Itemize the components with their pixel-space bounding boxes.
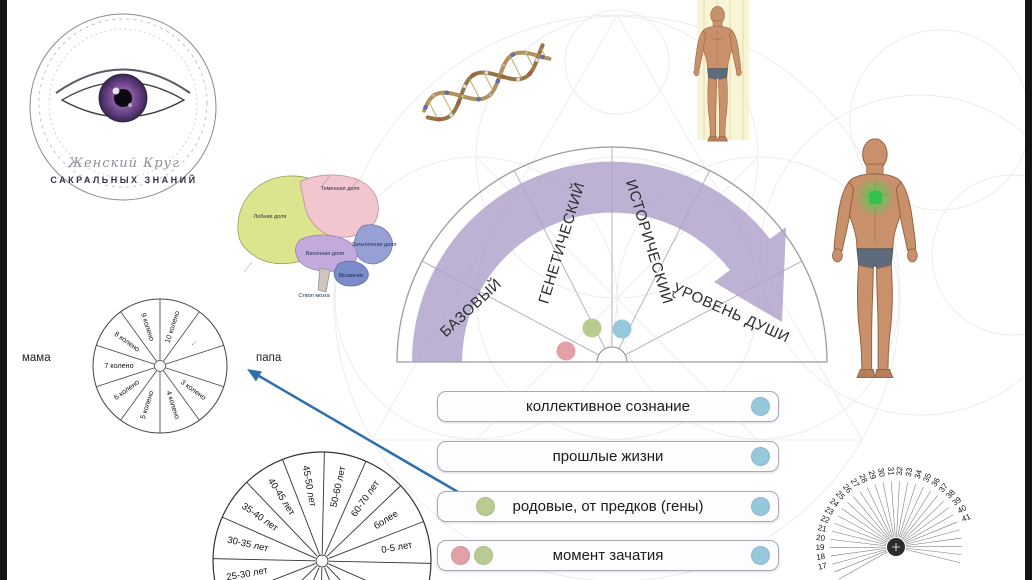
brain-label: Ствол мозга: [298, 293, 330, 299]
dna-image: [422, 43, 552, 122]
svg-text:60-70 лет: 60-70 лет: [349, 478, 382, 519]
svg-text:41: 41: [960, 512, 972, 524]
svg-text:34: 34: [913, 468, 924, 480]
pink-dot: [556, 341, 576, 361]
list-item-label: момент зачатия: [552, 547, 664, 564]
svg-text:50-60 лет: 50-60 лет: [329, 465, 349, 509]
list-item-label: коллективное сознание: [525, 398, 691, 415]
blue-dot: [612, 319, 632, 339]
svg-text:22: 22: [819, 514, 831, 526]
list-item: родовые, от предков (гены): [437, 491, 779, 522]
purple-arc-arrow: [411, 161, 786, 362]
brain-label: Затылочная доля: [352, 242, 397, 248]
green-dot: [476, 497, 495, 516]
svg-text:32: 32: [895, 466, 904, 476]
eye-icon: [29, 13, 217, 201]
svg-text:10 колено: 10 колено: [163, 310, 182, 344]
svg-text:9 колено: 9 колено: [139, 312, 157, 343]
blue-dot: [751, 497, 770, 516]
svg-text:20: 20: [816, 533, 826, 543]
svg-text:более: более: [372, 508, 400, 532]
svg-text:33: 33: [904, 466, 915, 477]
svg-text:30-35 лет: 30-35 лет: [226, 535, 270, 555]
logo-title-script: Женский Круг: [68, 156, 180, 171]
svg-text:25-30 лет: 25-30 лет: [226, 565, 270, 580]
list-item: коллективное сознание: [437, 391, 779, 422]
svg-text:4 колено: 4 колено: [164, 390, 182, 421]
svg-text:35: 35: [921, 471, 933, 483]
pointer-arrow: [247, 369, 471, 501]
svg-text:35-40 лет: 35-40 лет: [239, 501, 280, 534]
brain-diagram: Лобная доля Теменная доля Затылочная дол…: [237, 174, 397, 299]
svg-text:18: 18: [816, 552, 827, 562]
green-dot: [582, 318, 602, 338]
brain-label: Височная доля: [306, 251, 344, 257]
svg-text:19: 19: [816, 543, 826, 552]
svg-text:5 колено: 5 колено: [138, 390, 156, 421]
svg-text:21: 21: [817, 523, 828, 534]
brain-label: Мозжечок: [338, 273, 364, 279]
blue-dot: [751, 397, 770, 416]
svg-text:30: 30: [876, 467, 887, 478]
screen-edge-left: [0, 0, 7, 580]
pink-dot: [451, 546, 470, 565]
brain-label: Теменная доля: [321, 186, 360, 192]
svg-text:40-45 лет: 40-45 лет: [265, 476, 297, 518]
list-item-label: прошлые жизни: [552, 448, 664, 465]
brain-label: Лобная доля: [254, 214, 287, 220]
label-papa: папа: [256, 352, 282, 364]
svg-text:...: ...: [188, 336, 198, 347]
arc-diagram: [396, 146, 828, 363]
svg-text:29: 29: [866, 469, 878, 481]
blue-dot: [751, 546, 770, 565]
blue-dot: [751, 447, 770, 466]
list-item: момент зачатия: [437, 540, 779, 571]
list-item-label: родовые, от предков (гены): [512, 498, 704, 515]
svg-text:0-5 лет: 0-5 лет: [381, 540, 414, 556]
screen-edge-right: [1025, 0, 1032, 580]
svg-text:17: 17: [817, 561, 828, 572]
svg-text:28: 28: [857, 472, 869, 484]
list-item: прошлые жизни: [437, 441, 779, 472]
green-dot: [474, 546, 493, 565]
svg-text:8 колено: 8 колено: [113, 329, 142, 353]
logo: Женский Круг САКРАЛЬНЫХ ЗНАНИЙ: [28, 8, 220, 206]
label-mama: мама: [22, 352, 51, 364]
human-figure-right: [832, 138, 918, 379]
svg-text:45-50 лет: 45-50 лет: [300, 465, 318, 509]
logo-title-caps: САКРАЛЬНЫХ ЗНАНИЙ: [50, 175, 198, 185]
svg-text:7 колено: 7 колено: [104, 361, 133, 370]
svg-text:31: 31: [886, 466, 896, 476]
